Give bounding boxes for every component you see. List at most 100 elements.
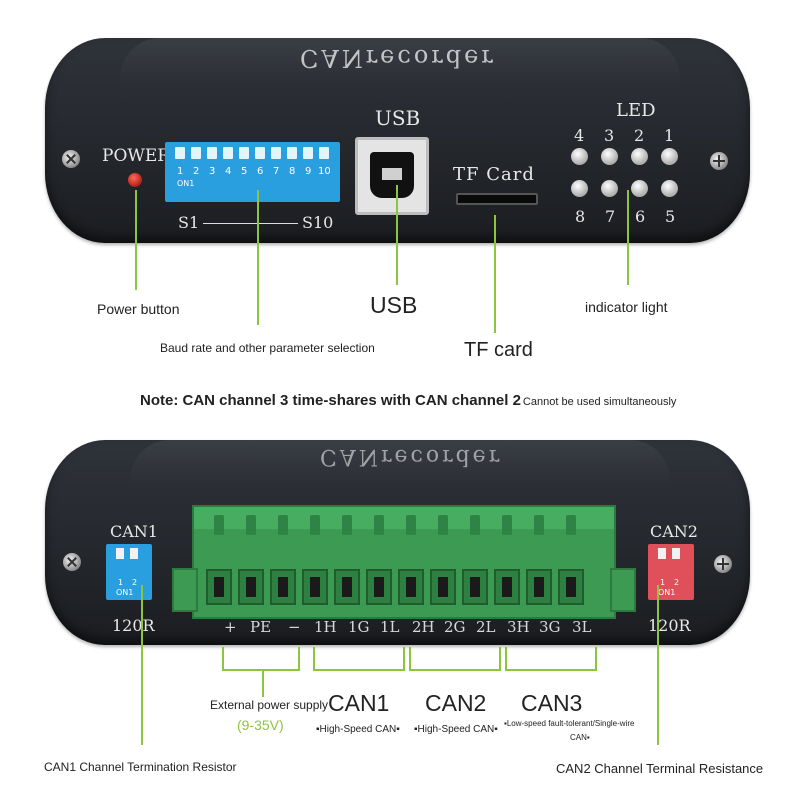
pin-label: 1H (314, 618, 337, 636)
led-number: 6 (635, 207, 646, 226)
bullet-icon: ▪ (316, 724, 320, 735)
terminal-slot[interactable] (302, 569, 328, 605)
usb-port-pin (382, 168, 402, 180)
terminal-ridge (502, 515, 512, 535)
can3-bracket-left (505, 647, 507, 670)
can2-type-text: High-Speed CAN (417, 724, 495, 735)
led-indicator-3 (601, 148, 618, 165)
can2-label: CAN2 (650, 522, 698, 541)
led-indicator-8 (571, 180, 588, 197)
terminal-slot[interactable] (366, 569, 392, 605)
can1-bracket-bottom (313, 669, 405, 671)
bullet-icon: ▪ (586, 733, 590, 742)
dip-on-label: ON1 (116, 588, 134, 597)
can1-dip-switch-2[interactable] (130, 548, 138, 559)
bottom-device-top-face (130, 440, 670, 488)
bullet-icon: ▪ (494, 724, 498, 735)
pin-label: 3L (572, 618, 592, 636)
terminal-right-flange (610, 568, 636, 612)
terminal-slot[interactable] (270, 569, 296, 605)
power-bracket-right (298, 647, 300, 670)
note-main: Note: CAN channel 3 time-shares with CAN… (140, 392, 521, 409)
can1-type-callout: ▪High-Speed CAN▪ (316, 724, 400, 735)
dip-switch-2[interactable] (191, 147, 201, 159)
terminal-block[interactable] (192, 505, 616, 619)
dip-switch-4[interactable] (223, 147, 233, 159)
baud-rate-callout: Baud rate and other parameter selection (160, 341, 375, 355)
terminal-slot[interactable] (462, 569, 488, 605)
dip-switch-5[interactable] (239, 147, 249, 159)
left-screw-icon (62, 150, 80, 168)
dip-number: 2 (193, 166, 200, 177)
terminal-ridge (438, 515, 448, 535)
power-bracket-bottom (222, 669, 300, 671)
tf-card-callout: TF card (464, 339, 533, 361)
led-indicator-2 (631, 148, 648, 165)
dip-switch-7[interactable] (271, 147, 281, 159)
dip-number: 6 (257, 166, 264, 177)
usb-label: USB (375, 106, 421, 130)
can3-bracket-right (595, 647, 597, 670)
terminal-slot[interactable] (398, 569, 424, 605)
right-screw-icon (710, 152, 728, 170)
terminal-slot[interactable] (494, 569, 520, 605)
can2-bracket-bottom (409, 669, 501, 671)
bottom-right-screw-icon (714, 555, 732, 573)
dip-switch-6[interactable] (255, 147, 265, 159)
dip-switch-3[interactable] (207, 147, 217, 159)
can2-dip-switch-1[interactable] (658, 548, 666, 559)
can3-type-text: Low-speed fault-tolerant/Single-wire (506, 719, 635, 728)
terminal-ridge (406, 515, 416, 535)
power-supply-callout: External power supply (210, 698, 329, 712)
can3-type-callout: ▪Low-speed fault-tolerant/Single-wire (504, 719, 634, 728)
terminal-slot[interactable] (238, 569, 264, 605)
parameter-dip-switch[interactable]: 1 2 3 4 5 6 7 8 9 10 ON1 (165, 142, 340, 202)
terminal-slot[interactable] (526, 569, 552, 605)
terminal-ridge (534, 515, 544, 535)
voltage-callout: (9-35V) (237, 717, 284, 733)
dip-switch-9[interactable] (303, 147, 313, 159)
switch-range-end: S10 (302, 213, 334, 232)
terminal-ridge (470, 515, 480, 535)
top-device-top-face (120, 38, 680, 88)
can1-bracket-right (403, 647, 405, 670)
dip-number: 10 (318, 166, 331, 177)
can3-type-text2: CAN (570, 733, 587, 742)
terminal-slot[interactable] (334, 569, 360, 605)
can2-dip-switch-2[interactable] (672, 548, 680, 559)
dip-number: 8 (289, 166, 296, 177)
can1-resistor-value: 120R (112, 616, 155, 635)
dip-switch-8[interactable] (287, 147, 297, 159)
led-label: LED (616, 100, 656, 121)
can3-type-callout-line2: CAN▪ (570, 733, 590, 742)
terminal-slot[interactable] (430, 569, 456, 605)
dip-lead-line (257, 190, 259, 325)
terminal-left-flange (172, 568, 198, 612)
can1-dip-switch-1[interactable] (116, 548, 124, 559)
can2-bracket-right (499, 647, 501, 670)
power-bracket-stem (262, 669, 264, 697)
led-indicator-1 (661, 148, 678, 165)
can2-type-callout: ▪High-Speed CAN▪ (414, 724, 498, 735)
pin-label: 3H (507, 618, 530, 636)
terminal-ridge (566, 515, 576, 535)
power-button[interactable] (128, 173, 142, 187)
can1-label: CAN1 (110, 522, 158, 541)
led-number: 5 (665, 207, 676, 226)
terminal-slot[interactable] (206, 569, 232, 605)
dip-switch-10[interactable] (319, 147, 329, 159)
tf-card-slot[interactable] (456, 193, 538, 205)
dip-on-label: ON1 (658, 588, 676, 597)
dip-number: 1 (660, 578, 666, 587)
can1-termination-switch[interactable]: 1 2 ON1 (106, 544, 152, 600)
indicator-light-callout: indicator light (585, 299, 668, 315)
can2-termination-switch[interactable]: 1 2 ON1 (648, 544, 694, 600)
pin-label: 3G (539, 618, 561, 636)
terminal-slot[interactable] (558, 569, 584, 605)
can2-callout: CAN2 (425, 690, 487, 716)
switch-range-dash (203, 223, 298, 224)
tf-card-label: TF Card (453, 164, 535, 185)
can1-type-text: High-Speed CAN (319, 724, 397, 735)
usb-port[interactable] (355, 137, 429, 215)
dip-switch-1[interactable] (175, 147, 185, 159)
